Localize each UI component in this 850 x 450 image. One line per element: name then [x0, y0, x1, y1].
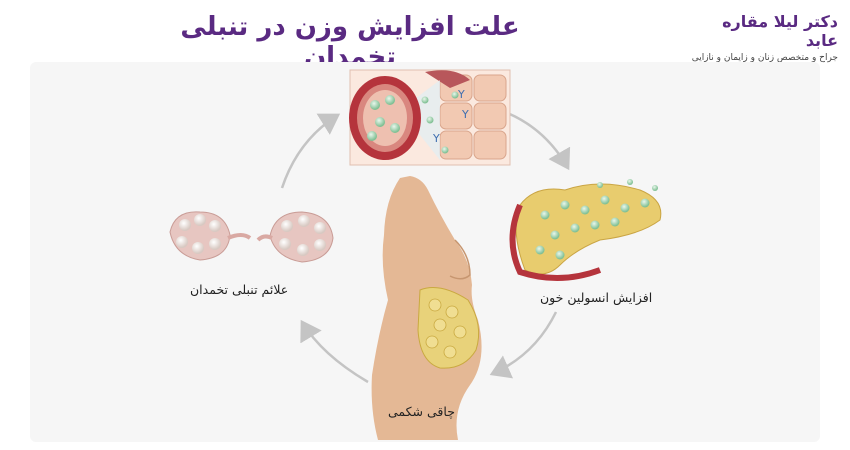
ovary-illustration	[169, 211, 334, 263]
label-insulin-increase: افزایش انسولین خون	[540, 290, 653, 305]
arrow-top-to-pancreas	[504, 110, 571, 171]
body-illustration	[371, 176, 482, 440]
brand-name: دکتر لیلا مقاره عابد	[722, 12, 838, 50]
brand-block: دکتر لیلا مقاره عابد جراح و متخصص زنان و…	[688, 12, 838, 63]
label-abdominal-obesity: چاقی شکمی	[388, 404, 455, 419]
cycle-arrows	[280, 110, 571, 384]
label-ovary-symptoms: علائم تنبلی تخمدان	[190, 282, 289, 297]
arrow-body-to-ovary	[300, 319, 369, 384]
svg-text:Y: Y	[457, 88, 465, 101]
arrow-pancreas-to-body	[489, 311, 558, 379]
brand-subtitle: جراح و متخصص زنان و زایمان و نازایی	[691, 53, 838, 63]
vessel-cell-illustration: Y Y Y	[349, 69, 511, 166]
page-title: علت افزایش وزن در تنبلی تخمدان	[180, 12, 520, 72]
svg-text:Y: Y	[432, 132, 440, 145]
arrow-ovary-to-top	[280, 113, 341, 189]
svg-text:Y: Y	[461, 108, 469, 121]
pancreas-illustration	[509, 179, 662, 281]
